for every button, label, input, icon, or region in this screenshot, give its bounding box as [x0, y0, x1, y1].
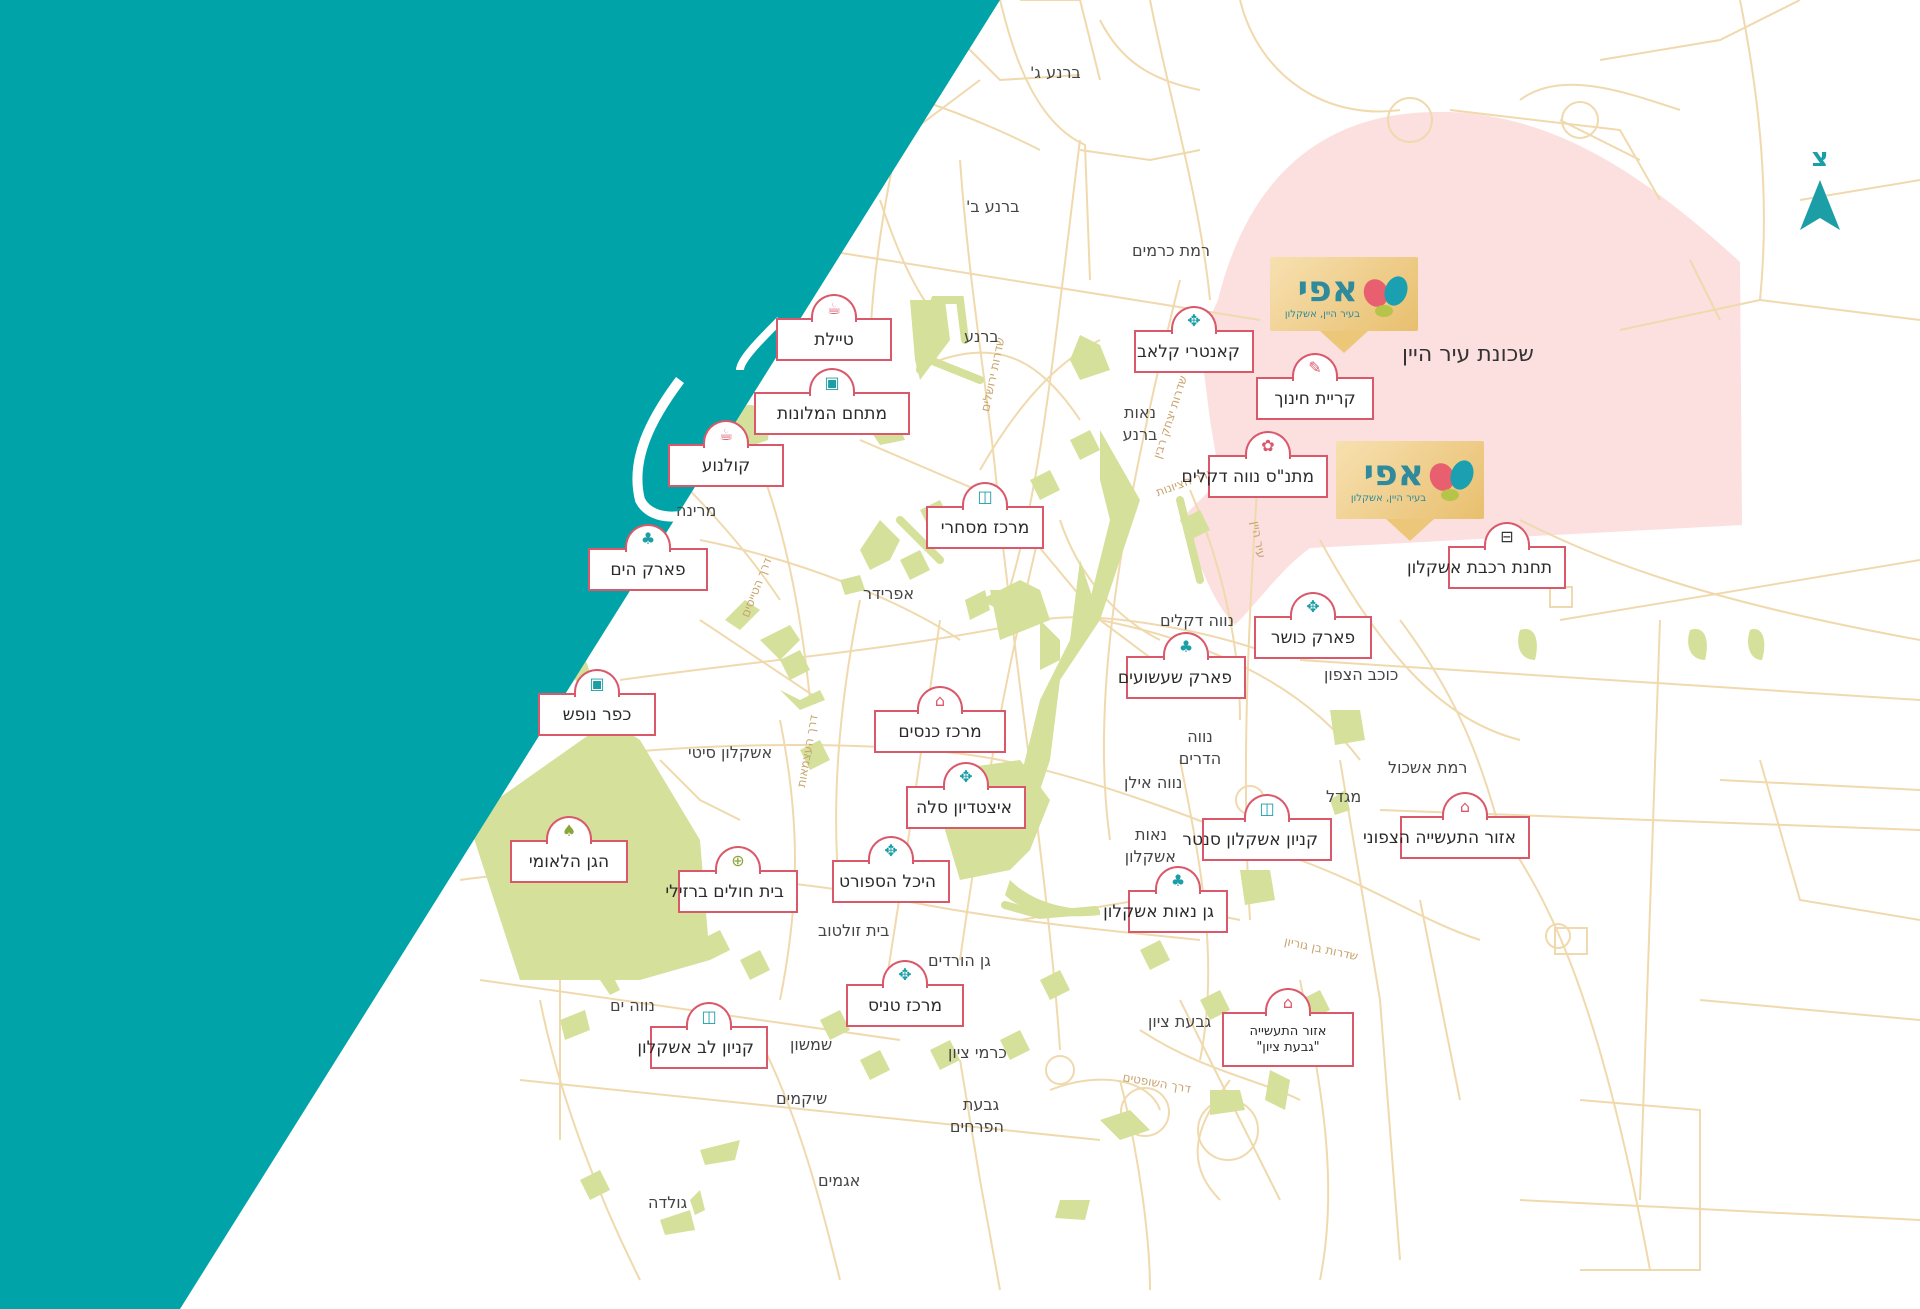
poi-label: היכל הספורט [839, 872, 936, 892]
project-logo[interactable]: אפי בעיר היין, אשקלון [1336, 441, 1484, 541]
poi-marker[interactable]: ⌂ אזור התעשייה הצפוני [1363, 792, 1530, 859]
area-label: מרינה [676, 501, 717, 520]
poi-marker[interactable]: ✥ פארק כושר [1254, 592, 1372, 659]
area-label: אגמים [818, 1171, 861, 1190]
poi-marker[interactable]: ▣ כפר נופש [538, 669, 656, 736]
sea [0, 0, 1000, 1309]
poi-marker[interactable]: ♣ גן נאות אשקלון [1103, 866, 1228, 933]
area-label: נאות אשקלון [1124, 825, 1176, 866]
poi-marker[interactable]: ☕ טיילת [776, 294, 892, 361]
poi-label: פארק שעשועים [1117, 668, 1232, 688]
logo-wordmark: אפי [1297, 269, 1359, 310]
poi-label: מרכז כנסים [898, 722, 982, 742]
poi-label: אזור התעשייה "גבעת ציון" [1249, 1024, 1327, 1055]
poi-marker[interactable]: ☕ קולנוע [668, 420, 784, 487]
poi-marker[interactable]: ♣ פארק שעשועים [1118, 632, 1246, 699]
compass-label: צ [1811, 143, 1829, 173]
poi-label: הגן הלאומי [528, 852, 610, 872]
poi-label: מתחם המלונות [776, 404, 888, 424]
logo-tagline: בעיר היין, אשקלון [1284, 309, 1360, 320]
area-label: רמת אשכול [1388, 758, 1468, 777]
poi-label: איצטדיון סלה [916, 798, 1012, 818]
poi-label: קניון אשקלון סנטר [1182, 830, 1318, 850]
logo-pointer [1320, 331, 1368, 353]
poi-label: קניון לב אשקלון [637, 1038, 754, 1058]
poi-label: כפר נופש [562, 705, 632, 725]
area-label: אשקלון סיטי [688, 743, 773, 762]
poi-marker[interactable]: ✥ קאנטרי קלאב [1134, 306, 1254, 373]
road-network [459, 0, 1920, 1291]
butterfly-logo-icon [1363, 276, 1408, 317]
area-label: מגדל [1326, 787, 1362, 806]
logo-pointer [1386, 519, 1434, 541]
poi-marker[interactable]: ✥ מרכז טניס [846, 960, 964, 1027]
area-label: כוכב הצפון [1324, 665, 1399, 684]
area-label: שמשון [790, 1035, 833, 1054]
area-label: גבעת ציון [1148, 1012, 1212, 1031]
butterfly-logo-icon [1429, 460, 1474, 501]
area-label: אפרידר [863, 584, 915, 603]
area-label: ברנע ב' [966, 197, 1020, 216]
poi-marker[interactable]: ⊟ תחנת רכבת אשקלון [1407, 522, 1566, 589]
poi-label: קריית חינוך [1274, 389, 1356, 409]
area-label: גולדה [648, 1193, 688, 1212]
poi-label: מרכז מסחרי [940, 518, 1030, 538]
poi-marker[interactable]: ✥ היכל הספורט [832, 836, 950, 903]
area-label: נווה דקלים [1160, 611, 1235, 630]
compass: צ [1794, 144, 1846, 234]
poi-label: מתנ"ס נווה דקלים [1181, 467, 1314, 487]
poi-marker[interactable]: ♣ פארק הים [588, 524, 708, 591]
logo-wordmark: אפי [1363, 453, 1425, 494]
logo-tagline: בעיר היין, אשקלון [1350, 493, 1426, 504]
project-logo[interactable]: אפי בעיר היין, אשקלון [1270, 257, 1418, 353]
area-label: נווה אילן [1124, 773, 1183, 792]
neighborhood-label: שכונת עיר היין [1402, 342, 1534, 367]
area-label: ברנע [964, 327, 999, 346]
area-label: גבעת הפרחים [949, 1095, 1004, 1136]
poi-marker[interactable]: ♠ הגן הלאומי [510, 816, 628, 883]
poi-marker[interactable]: ▣ מתחם המלונות [754, 368, 910, 435]
dumbbell-icon: ✥ [882, 960, 928, 988]
area-label: נווה ים [610, 996, 655, 1015]
poi-label: גן נאות אשקלון [1103, 902, 1214, 922]
poi-marker[interactable]: ⊕ בית חולים ברזילי [665, 846, 798, 913]
poi-marker[interactable]: ◫ קניון אשקלון סנטר [1182, 794, 1332, 861]
poi-label: פארק כושר [1270, 628, 1356, 648]
poi-label: קאנטרי קלאב [1137, 342, 1240, 362]
poi-marker[interactable]: ✿ מתנ"ס נווה דקלים [1182, 431, 1328, 498]
poi-label: פארק הים [610, 560, 686, 580]
park-paths [896, 296, 1204, 920]
area-label: נווה הדרים [1178, 727, 1222, 768]
poi-marker[interactable]: ✥ איצטדיון סלה [906, 762, 1026, 829]
area-label: כרמי ציון [948, 1043, 1007, 1062]
poi-marker[interactable]: ⌂ אזור התעשייה "גבעת ציון" [1222, 988, 1354, 1067]
area-label: גן הורדים [928, 951, 991, 970]
poi-label: טיילת [814, 330, 854, 350]
poi-marker[interactable]: ✎ קריית חינוך [1256, 353, 1374, 420]
area-label: רמת כרמים [1132, 241, 1211, 260]
marina [632, 377, 703, 522]
north-arrow-icon [1800, 180, 1840, 230]
poi-label: תחנת רכבת אשקלון [1406, 558, 1552, 578]
area-label: נאות ברנע [1122, 403, 1158, 444]
poi-label: קולנוע [701, 456, 751, 476]
area-label: בית זולטוב [818, 921, 890, 940]
area-label: ברנע ג' [1030, 63, 1081, 82]
poi-label: מרכז טניס [867, 996, 943, 1016]
poi-marker[interactable]: ⌂ מרכז כנסים [874, 686, 1006, 753]
poi-marker[interactable]: ◫ מרכז מסחרי [926, 482, 1044, 549]
tree-icon: ♠ [546, 816, 592, 844]
parks [468, 300, 1765, 1235]
area-label: שיקמים [776, 1089, 828, 1108]
poi-label: בית חולים ברזילי [665, 882, 784, 902]
poi-label: אזור התעשייה הצפוני [1362, 828, 1516, 848]
poi-marker[interactable]: ◫ קניון לב אשקלון [637, 1002, 768, 1069]
